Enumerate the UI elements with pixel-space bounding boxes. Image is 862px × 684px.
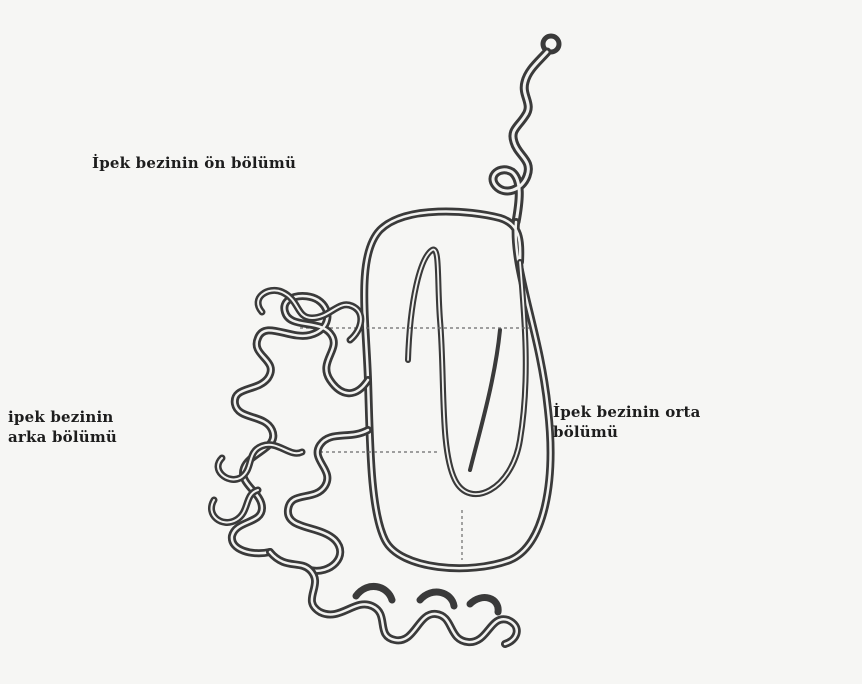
label-front-section: İpek bezinin ön bölümü bbox=[92, 153, 296, 173]
anterior-section bbox=[493, 36, 559, 222]
label-back-line-2: arka bölümü bbox=[8, 427, 117, 447]
label-back-section: ipek bezinin arka bölümü bbox=[8, 407, 117, 447]
label-middle-section: İpek bezinin orta bölümü bbox=[553, 402, 701, 442]
label-middle-line-2: bölümü bbox=[553, 422, 701, 442]
label-middle-line-1: İpek bezinin orta bbox=[553, 402, 701, 422]
label-back-line-1: ipek bezinin bbox=[8, 407, 117, 427]
label-front-text: İpek bezinin ön bölümü bbox=[92, 153, 296, 173]
